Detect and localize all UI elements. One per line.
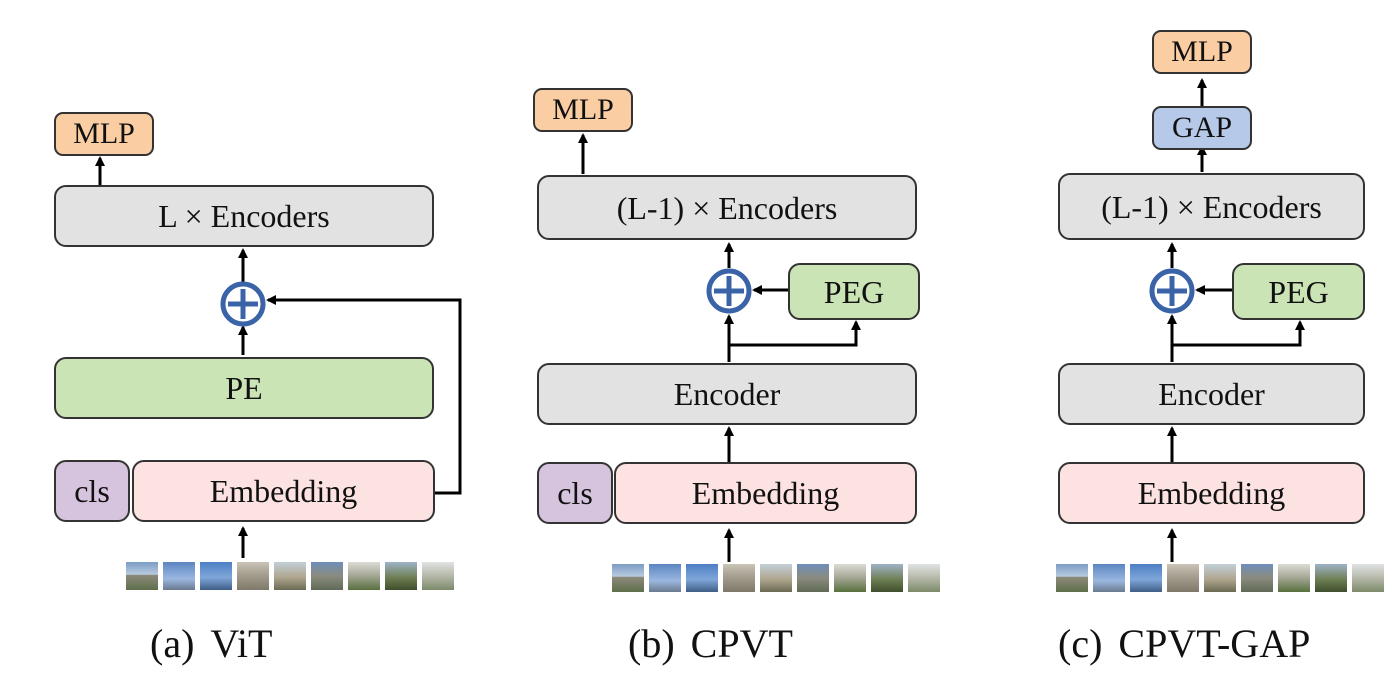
vit-caption-name: ViT <box>210 621 273 666</box>
plus-circle-cpvt <box>706 268 752 314</box>
cpvt-caption-letter: (b) <box>628 621 675 666</box>
vit-caption-letter: (a) <box>150 621 195 666</box>
cpvt-encoder-box: Encoder <box>537 363 917 425</box>
cpvt-cls-token: cls <box>537 462 613 524</box>
vit-pe-box: PE <box>54 357 434 419</box>
vit-caption: (a) ViT <box>150 620 288 667</box>
cpvt-gap-embedding-box: Embedding <box>1058 462 1365 524</box>
cpvt-gap-caption: (c) CPVT-GAP <box>1058 620 1326 667</box>
vit-mlp-box: MLP <box>54 112 154 156</box>
cpvt-mlp-box: MLP <box>533 88 633 132</box>
cpvt-gap-mlp-box: MLP <box>1152 30 1252 74</box>
cpvt-caption-name: CPVT <box>690 621 793 666</box>
cpvt-image-patches <box>612 564 940 592</box>
cpvt-gap-caption-name: CPVT-GAP <box>1118 621 1311 666</box>
cpvt-gap-caption-letter: (c) <box>1058 621 1103 666</box>
cpvt-gap-peg-box: PEG <box>1232 263 1365 320</box>
cpvt-encoders-box: (L-1) × Encoders <box>537 175 917 240</box>
plus-circle-vit <box>220 281 266 327</box>
cpvt-gap-encoder-box: Encoder <box>1058 363 1365 425</box>
cpvt-gap-gap-box: GAP <box>1152 106 1252 150</box>
vit-embedding-box: Embedding <box>132 460 435 522</box>
plus-circle-cpvt-gap <box>1149 268 1195 314</box>
cpvt-peg-box: PEG <box>788 263 920 320</box>
cpvt-embedding-box: Embedding <box>614 462 917 524</box>
cpvt-caption: (b) CPVT <box>628 620 809 667</box>
vit-cls-token: cls <box>54 460 130 522</box>
cpvt-gap-image-patches <box>1056 564 1384 592</box>
vit-encoders-box: L × Encoders <box>54 185 434 247</box>
vit-image-patches <box>126 562 454 590</box>
cpvt-gap-encoders-box: (L-1) × Encoders <box>1058 173 1365 240</box>
